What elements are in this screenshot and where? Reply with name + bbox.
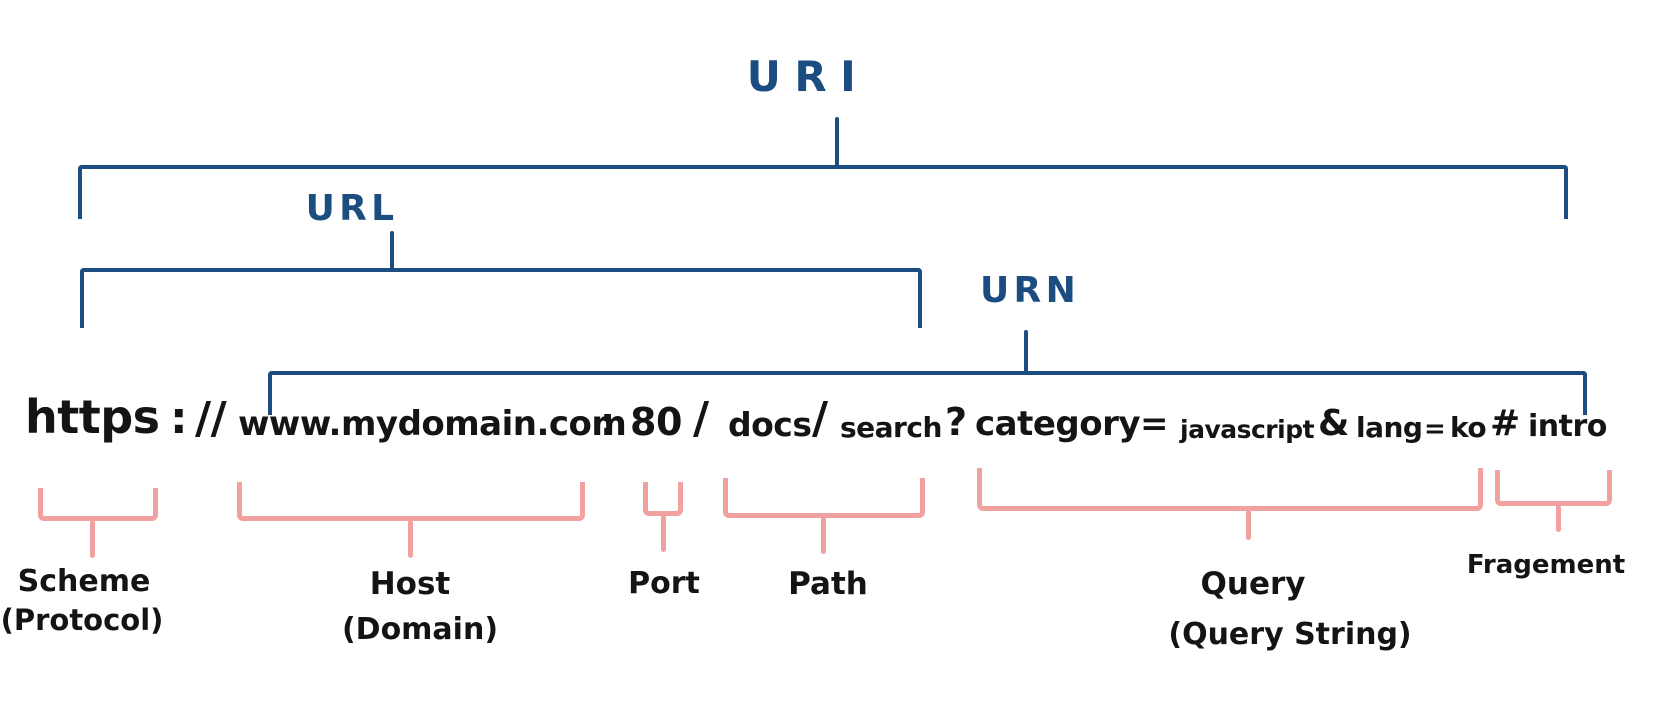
path-bracket-stem (821, 517, 826, 554)
url-segment-port-colon: : (600, 400, 615, 444)
query-bracket (977, 468, 1483, 511)
query-bracket-stem (1246, 510, 1251, 540)
url-segment-query-key-2: lang (1356, 411, 1423, 444)
url-segment-path-search: search (840, 411, 942, 444)
url-segment-colon: : (170, 393, 188, 444)
url-segment-host: www.mydomain.com (238, 404, 627, 444)
url-bracket (80, 268, 922, 328)
url-connector-line (390, 231, 394, 269)
url-segment-equals-2: = (1424, 414, 1446, 444)
fragment-bracket-stem (1556, 505, 1561, 532)
scheme-sublabel: (Protocol) (0, 603, 164, 637)
urn-node-label: URN (979, 270, 1081, 311)
urn-connector-line (1024, 330, 1028, 372)
scheme-bracket-stem (90, 520, 95, 558)
port-bracket-stem (661, 515, 666, 552)
url-segment-ampersand: & (1318, 403, 1349, 444)
url-segment-equals-1: = (1140, 404, 1169, 444)
host-label: Host (369, 566, 451, 602)
url-segment-hash: # (1490, 403, 1520, 444)
port-label: Port (628, 566, 700, 601)
port-bracket (643, 482, 683, 516)
uri-node-label: URI (746, 52, 870, 101)
scheme-label: Scheme (17, 564, 151, 599)
url-segment-scheme: https (25, 390, 160, 444)
url-text-line: https : // www.mydomain.com : 80 / docs … (0, 386, 1657, 444)
path-bracket (723, 478, 925, 518)
fragment-label: Fragement (1466, 550, 1626, 580)
url-segment-slash-1: / (693, 393, 709, 444)
url-segment-slash-2: / (812, 393, 828, 444)
fragment-bracket (1495, 470, 1612, 506)
query-sublabel: (Query String) (1168, 617, 1412, 652)
uri-bracket (78, 165, 1568, 219)
url-segment-slashes: // (195, 393, 227, 444)
url-segment-query-value-1: javascript (1180, 415, 1315, 444)
url-segment-query-key-1: category (975, 404, 1141, 444)
url-segment-path-docs: docs (728, 405, 812, 444)
scheme-bracket (38, 488, 158, 521)
url-segment-port: 80 (630, 400, 682, 444)
urn-bracket (268, 371, 1587, 415)
host-bracket (237, 482, 585, 521)
host-bracket-stem (408, 520, 413, 558)
path-label: Path (788, 566, 868, 602)
host-sublabel: (Domain) (341, 612, 499, 647)
url-node-label: URL (305, 188, 399, 229)
query-label: Query (1200, 566, 1306, 602)
url-segment-fragment: intro (1528, 409, 1607, 444)
url-segment-query-value-2: ko (1450, 411, 1487, 444)
uri-connector-line (835, 117, 839, 166)
url-segment-question-mark: ? (945, 400, 967, 444)
